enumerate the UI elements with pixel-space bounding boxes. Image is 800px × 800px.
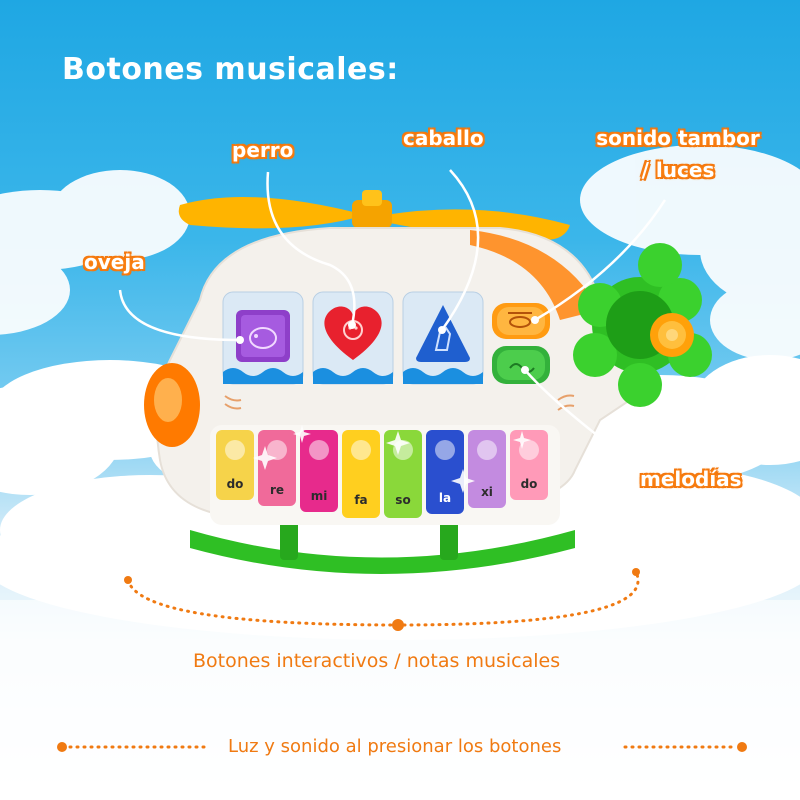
helicopter-icon [508, 312, 532, 328]
drum-lights-button[interactable] [492, 303, 550, 339]
piano-key-label: mi [311, 489, 328, 503]
label-sonido-tambor: sonido tambor / luces [580, 122, 776, 186]
piano-key-8[interactable] [510, 430, 548, 500]
drum-flower-icon[interactable] [573, 243, 712, 407]
piano-key-label: la [439, 491, 451, 505]
label-sonido-line1: sonido tambor [596, 126, 760, 150]
label-oveja: oveja [84, 250, 145, 274]
caption-interactive: Botones interactivos / notas musicales [193, 650, 561, 672]
piano-key-2[interactable] [258, 430, 296, 506]
label-caballo: caballo [403, 126, 484, 150]
piano-key-label: do [521, 477, 538, 491]
piano-key-label: so [395, 493, 410, 507]
label-sonido-line2: / luces [641, 158, 715, 182]
horse-icon [434, 326, 452, 351]
piano-key-label: fa [354, 493, 367, 507]
sheep-button[interactable] [236, 310, 290, 362]
piano-keyboard: do re mi fa so la xi do [210, 425, 560, 525]
label-melodias: melodías [640, 467, 742, 491]
leader-lines [118, 169, 667, 477]
melody-button[interactable] [492, 346, 550, 384]
piano-key-label: re [270, 483, 284, 497]
caption-light-sound: Luz y sonido al presionar los botones [228, 736, 562, 757]
piano-key-7[interactable] [468, 430, 506, 508]
sheep-icon [249, 327, 277, 349]
piano-key-4[interactable] [342, 430, 380, 518]
piano-key-label: xi [481, 485, 493, 499]
rocker-base [190, 530, 575, 574]
label-perro: perro [232, 138, 294, 162]
piano-key-1[interactable] [216, 430, 254, 500]
piano-key-3[interactable] [300, 430, 338, 512]
dotted-arc [126, 570, 640, 627]
section-title: Botones musicales: [62, 52, 399, 87]
piano-key-6[interactable] [426, 430, 464, 514]
piano-key-label: do [227, 477, 244, 491]
